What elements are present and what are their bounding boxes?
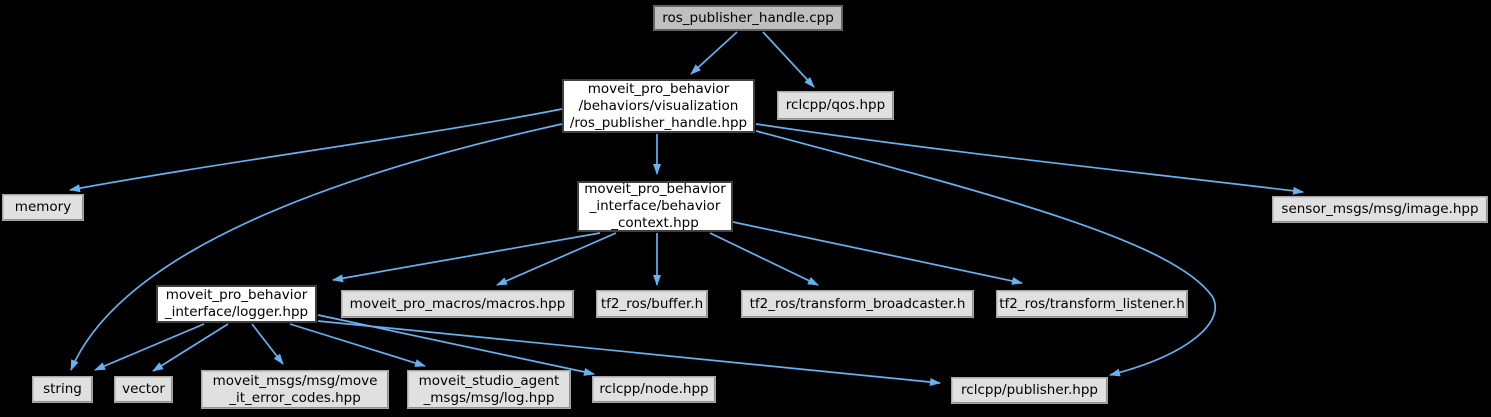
graph-node-label: string xyxy=(43,381,82,397)
edge-logger-to-vector xyxy=(152,323,229,372)
graph-node-errcodes: moveit_msgs/msg/move _it_error_codes.hpp xyxy=(201,370,389,409)
edge-cpp-to-hpp xyxy=(690,31,738,75)
graph-node-broadcaster: tf2_ros/transform_broadcaster.h xyxy=(741,290,974,318)
edge-hpp-to-publisher xyxy=(755,130,1217,377)
graph-node-macros: moveit_pro_macros/macros.hpp xyxy=(341,290,574,318)
edge-logger-to-errcodes xyxy=(251,323,284,365)
graph-node-ctx[interactable]: moveit_pro_behavior _interface/behavior … xyxy=(577,181,733,232)
graph-node-label: memory xyxy=(14,199,72,215)
graph-node-listener: tf2_ros/transform_listener.h xyxy=(996,290,1188,318)
graph-node-label: sensor_msgs/msg/image.hpp xyxy=(1281,201,1479,217)
graph-node-buffer: tf2_ros/buffer.h xyxy=(596,290,708,318)
graph-node-vector: vector xyxy=(114,376,173,403)
graph-node-label: moveit_pro_behavior _interface/behavior … xyxy=(584,181,726,231)
graph-node-image: sensor_msgs/msg/image.hpp xyxy=(1272,196,1488,223)
graph-node-logmsg: moveit_studio_agent _msgs/msg/log.hpp xyxy=(407,370,571,409)
graph-node-label: rclcpp/node.hpp xyxy=(599,381,709,397)
edge-ctx-to-macros xyxy=(496,232,617,286)
graph-node-label: moveit_pro_behavior /behaviors/visualiza… xyxy=(569,80,748,131)
graph-node-logger[interactable]: moveit_pro_behavior _interface/logger.hp… xyxy=(156,285,317,323)
graph-node-memory: memory xyxy=(2,194,84,221)
graph-node-hpp[interactable]: moveit_pro_behavior /behaviors/visualiza… xyxy=(562,79,755,133)
graph-node-qos: rclcpp/qos.hpp xyxy=(777,91,894,120)
edge-hpp-to-image xyxy=(755,123,1304,195)
edge-ctx-to-broadcaster xyxy=(709,232,819,286)
graph-node-label: rclcpp/publisher.hpp xyxy=(961,382,1098,398)
graph-node-label: tf2_ros/buffer.h xyxy=(600,295,704,312)
edge-ctx-to-logger xyxy=(332,232,601,283)
edge-cpp-to-qos xyxy=(762,31,815,88)
graph-node-label: tf2_ros/transform_broadcaster.h xyxy=(749,295,966,312)
graph-node-node: rclcpp/node.hpp xyxy=(592,376,716,403)
edge-logger-to-logmsg xyxy=(289,323,426,367)
graph-node-label: moveit_pro_behavior _interface/logger.hp… xyxy=(164,287,309,320)
edge-logger-to-publisher xyxy=(317,320,941,386)
graph-node-string: string xyxy=(32,376,93,403)
graph-node-label: rclcpp/qos.hpp xyxy=(785,97,886,113)
edge-hpp-to-memory xyxy=(69,108,563,193)
graph-node-label: moveit_pro_macros/macros.hpp xyxy=(349,295,566,312)
graph-node-label: tf2_ros/transform_listener.h xyxy=(999,295,1185,312)
graph-node-label: vector xyxy=(122,381,165,397)
graph-node-publisher: rclcpp/publisher.hpp xyxy=(951,377,1108,404)
graph-node-label: moveit_msgs/msg/move _it_error_codes.hpp xyxy=(212,372,378,406)
edge-logger-to-string xyxy=(94,323,205,371)
graph-node-label: moveit_studio_agent _msgs/msg/log.hpp xyxy=(418,372,560,406)
graph-node-label: ros_publisher_handle.cpp xyxy=(662,9,834,26)
edge-hpp-to-string xyxy=(70,123,563,371)
edge-ctx-to-listener xyxy=(732,221,1023,285)
graph-node-cpp: ros_publisher_handle.cpp xyxy=(653,5,843,31)
